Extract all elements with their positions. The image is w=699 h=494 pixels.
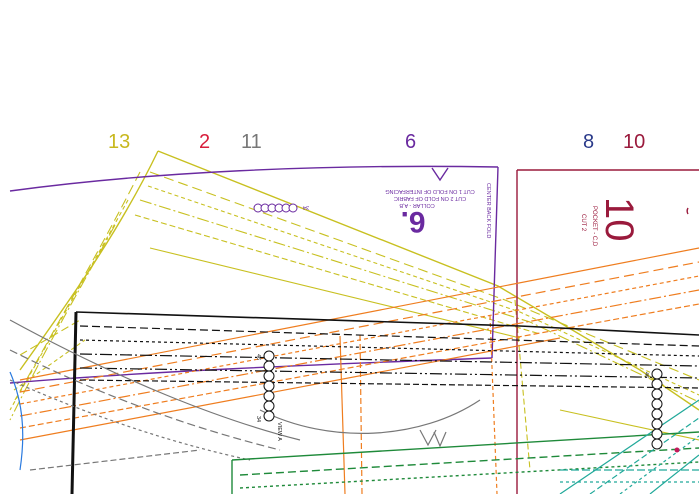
page-number-6: 6	[405, 131, 417, 153]
green-piece-lines	[231, 431, 699, 494]
orange-piece-lines	[19, 247, 699, 494]
piece-10-outline	[516, 169, 699, 494]
notch-marker	[674, 447, 680, 453]
piece-10-number: 10	[597, 197, 641, 242]
size-marker-circles-left	[263, 350, 275, 422]
left-size-top: 46	[255, 354, 261, 360]
right-size: 46	[643, 372, 649, 378]
black-piece-lines	[70, 311, 699, 494]
piece-6-name: COLLAR - A,B	[399, 202, 435, 208]
page-number-13: 13	[108, 131, 131, 153]
left-size-bottom: 34	[255, 416, 261, 422]
piece-6-number: 6.	[400, 205, 425, 238]
piece-6-size-marker: 34	[303, 204, 309, 210]
piece-6-cut-interfacing: CUT 1 ON FOLD OF INTERFACING	[385, 188, 474, 194]
page-number-8: 8	[583, 131, 595, 153]
page-number-10: 10	[623, 131, 646, 153]
page-number-2: 2	[199, 131, 211, 153]
piece-10-name: POCKET - C,D	[591, 206, 597, 247]
view-label: VIEW A	[276, 422, 282, 441]
size-marker-circles-right	[651, 368, 663, 450]
gray-piece-lines	[9, 319, 481, 471]
piece-6-cut-fabric: CUT 2 ON FOLD OF FABRIC	[394, 195, 466, 201]
blue-piece-lines	[9, 371, 24, 471]
piece-6-fold-label: CENTER BACK FOLD	[485, 183, 491, 238]
piece-13-outline	[9, 150, 699, 471]
piece-10-label-group: 10 POCKET - C,D CUT 2	[580, 197, 641, 247]
marker-texts: 46 34 VIEW A 46	[255, 354, 649, 441]
page-number-11: 11	[241, 131, 262, 153]
piece-6-label-group: 6. COLLAR - A,B CUT 2 ON FOLD OF FABRIC …	[303, 188, 475, 238]
size-marker-circles-collar	[253, 203, 298, 213]
teal-piece-lines	[559, 399, 699, 494]
piece-10-cut: CUT 2	[580, 214, 586, 232]
